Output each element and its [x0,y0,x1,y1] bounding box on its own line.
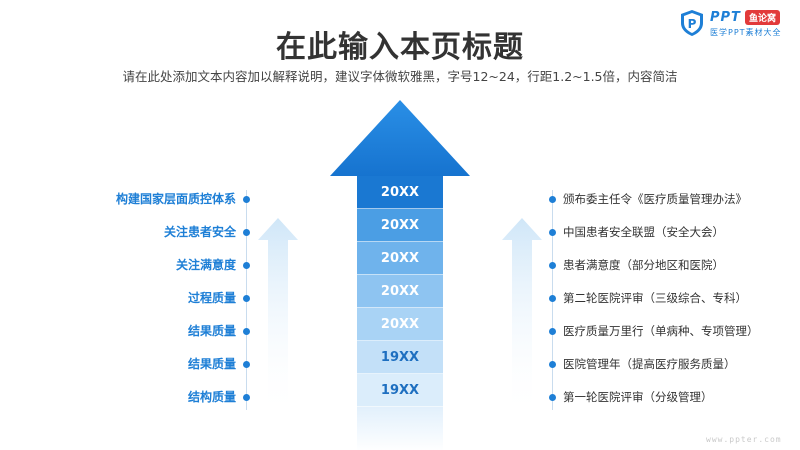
left-label: 结果质量 [187,324,236,338]
left-label: 过程质量 [187,291,236,305]
left-background-arrow-icon [258,218,298,418]
left-timeline-dot [243,328,250,335]
brand-logo: P PPT 鱼论窝 医学PPT素材大全 [680,6,795,42]
logo-badge: 鱼论窝 [744,9,780,25]
left-timeline-dot [243,229,250,236]
page-title: 在此输入本页标题 [276,30,524,65]
right-timeline-dot [549,196,556,203]
right-background-arrow-icon [502,218,542,418]
watermark: www.ppter.com [706,435,782,444]
right-timeline-dot [549,229,556,236]
left-label: 结构质量 [187,390,236,404]
logo-tagline: 医学PPT素材大全 [710,28,782,37]
right-event-text: 患者满意度（部分地区和医院） [563,258,724,272]
shield-logo-icon: P [681,10,703,36]
right-timeline-dot [549,328,556,335]
left-label: 结果质量 [187,357,236,371]
year-segment: 20XX [357,308,443,341]
right-event-text: 医疗质量万里行（单病种、专项管理） [563,324,759,338]
arrow-head-icon [330,100,470,176]
svg-text:P: P [688,17,697,31]
arrow-body: 20XX 20XX 20XX 20XX 20XX 19XX 19XX [357,176,443,450]
left-timeline-dot [243,361,250,368]
right-event-text: 医院管理年（提高医疗服务质量） [563,357,736,371]
year-segment: 20XX [357,209,443,242]
left-timeline-dot [243,394,250,401]
left-label: 关注患者安全 [163,225,236,239]
left-label: 构建国家层面质控体系 [115,192,236,206]
year-segment: 20XX [357,242,443,275]
right-event-text: 第一轮医院评审（分级管理） [563,390,713,404]
year-segment: 19XX [357,341,443,374]
left-timeline-dot [243,262,250,269]
left-timeline-dot [243,295,250,302]
right-timeline-dot [549,295,556,302]
left-timeline-dot [243,196,250,203]
right-event-text: 第二轮医院评审（三级综合、专科） [563,291,747,305]
right-event-text: 中国患者安全联盟（安全大会） [563,225,724,239]
right-timeline-dot [549,394,556,401]
right-event-text: 颁布委主任令《医疗质量管理办法》 [563,192,747,206]
year-segment: 19XX [357,374,443,407]
page-subtitle: 请在此处添加文本内容加以解释说明，建议字体微软雅黑，字号12~24，行距1.2~… [122,69,678,84]
left-label: 关注满意度 [175,258,236,272]
year-segment: 20XX [357,176,443,209]
logo-brand-text: PPT [710,9,741,25]
right-timeline-dot [549,361,556,368]
year-segment: 20XX [357,275,443,308]
right-timeline-dot [549,262,556,269]
arrow-fade-tail [357,407,443,450]
